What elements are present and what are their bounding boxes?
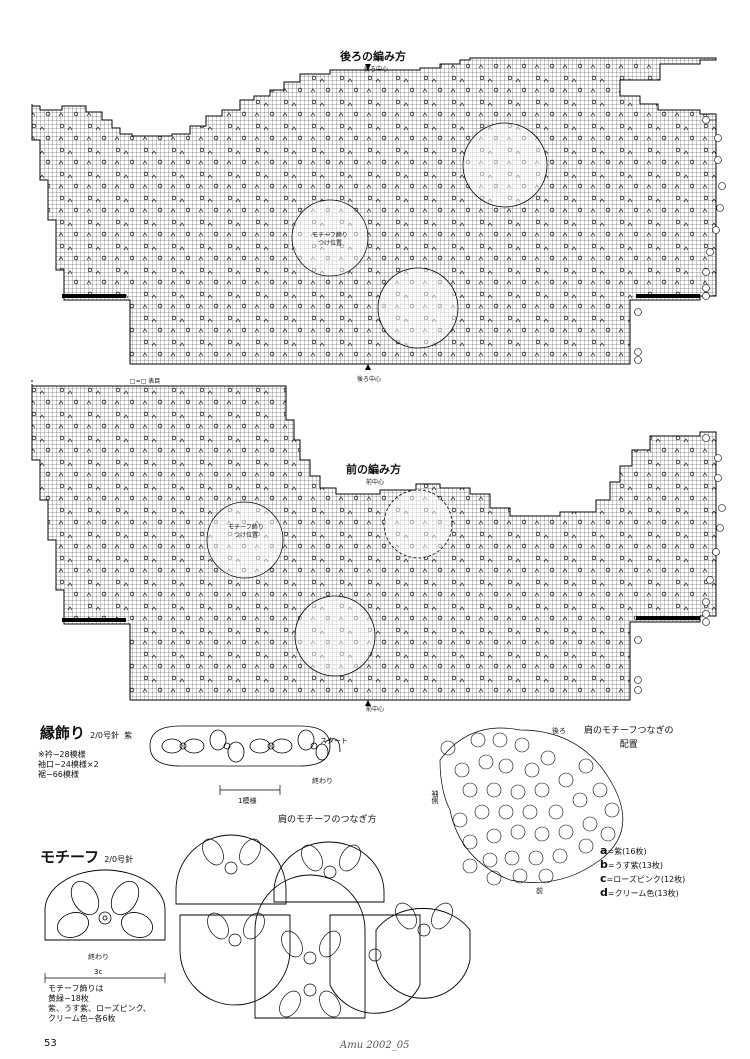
back-motif-pos-line2: つけ位置	[317, 240, 342, 247]
edging-color: 紫	[124, 731, 133, 740]
stitch-legend: □=□ 表目	[130, 378, 161, 385]
shoulder-joining-diagram	[175, 834, 471, 1019]
back-motif-position-label: モチーフ飾り つけ位置	[302, 232, 358, 248]
front-motif-pos-line1: モチーフ飾り	[228, 524, 264, 531]
legend-item-b: b=うす紫(13枚)	[600, 858, 663, 871]
motif-needle: 2/0号針	[104, 855, 134, 864]
back-center-bottom-label: 後ろ中心	[357, 376, 382, 383]
back-chart-title: 後ろの編み方	[340, 50, 406, 63]
front-chart-grid	[31, 380, 726, 706]
front-chart-title: 前の編み方	[346, 463, 401, 476]
motif-note-3: 紫、うす紫、ローズピンク、	[48, 1004, 151, 1013]
motif-note-2: 黄緑−18枚	[48, 994, 89, 1003]
motif-title: モチーフ	[40, 848, 100, 866]
edging-notes: ※衿−28模様 袖口−24模様×2 裾−66模様	[38, 750, 99, 780]
edging-title: 縁飾り	[40, 724, 86, 742]
front-center-top-label: 前中心	[366, 479, 385, 486]
layout-front-label: 前	[536, 887, 543, 895]
legend-item-d: d=クリーム色(13枚)	[600, 886, 679, 899]
edging-diagram	[149, 725, 341, 795]
edging-end-label: 終わり	[312, 777, 333, 785]
edging-needle: 2/0号針	[90, 731, 119, 740]
back-chart-grid	[31, 57, 726, 370]
motif-note-1: モチーフ飾りは	[48, 984, 104, 993]
edging-note-hem: 裾−66模様	[38, 770, 79, 779]
motif-width-label: 3c	[94, 968, 103, 976]
shoulder-layout-title: 肩のモチーフつなぎの 配置	[584, 724, 673, 752]
edging-start-label: スタート	[320, 737, 348, 745]
motif-note-4: クリーム色−各6枚	[48, 1014, 116, 1023]
back-motif-pos-line1: モチーフ飾り	[312, 232, 348, 239]
front-motif-pos-line2: つけ位置	[233, 532, 258, 539]
motif-end-label: 終わり	[88, 953, 109, 961]
shoulder-joining-title: 肩のモチーフのつなぎ方	[278, 815, 377, 825]
edging-header: 縁飾り 2/0号針 紫	[40, 722, 132, 743]
legend-item-a: a=紫(16枚)	[600, 844, 647, 857]
front-motif-position-label: モチーフ飾り つけ位置	[218, 524, 274, 540]
page-number: 53	[44, 1038, 57, 1049]
layout-sleeve-label: 袖側	[431, 790, 439, 804]
layout-back-label: 後ろ	[552, 727, 566, 735]
motif-header: モチーフ 2/0号針	[40, 846, 133, 867]
magazine-credit: Amu 2002_05	[340, 1040, 410, 1051]
legend-item-c: c=ローズピンク(12枚)	[600, 872, 686, 885]
color-legend: a=紫(16枚) b=うす紫(13枚) c=ローズピンク(12枚) d=クリーム…	[600, 844, 685, 900]
shoulder-layout-diagram	[439, 727, 624, 886]
shoulder-layout-title-line2: 配置	[619, 740, 638, 750]
motif-notes: モチーフ飾りは 黄緑−18枚 紫、うす紫、ローズピンク、 クリーム色−各6枚	[48, 984, 151, 1024]
edging-note-cuff: 袖口−24模様×2	[38, 760, 99, 769]
motif-diagram	[44, 869, 166, 983]
front-center-bottom-label: 前中心	[366, 706, 385, 713]
edging-note-collar: ※衿−28模様	[38, 750, 86, 759]
shoulder-layout-title-line1: 肩のモチーフつなぎの	[584, 726, 674, 736]
edging-repeat-label: 1模様	[238, 797, 257, 805]
